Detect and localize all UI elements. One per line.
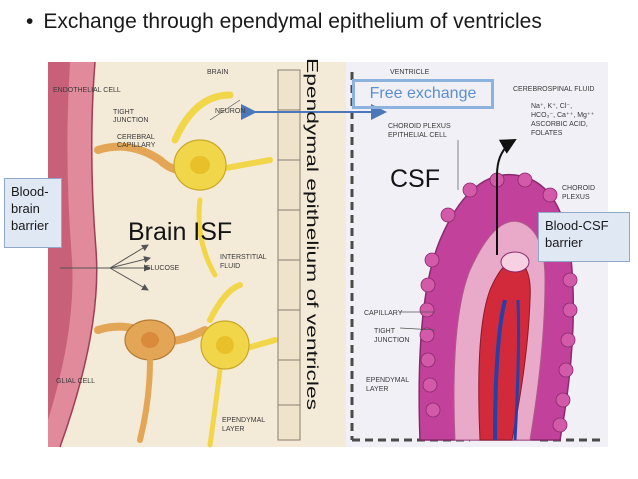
leader-lines [209, 99, 459, 331]
free-exchange-box: Free exchange [352, 79, 494, 109]
label-tight-junction-top-1: TIGHT [113, 109, 135, 116]
label-ependymal-layer-right-1: EPENDYMAL [366, 377, 409, 384]
label-glial-cell: GLIAL CELL [56, 378, 95, 385]
neuron-bottom [200, 282, 278, 448]
blood-brain-barrier-callout: Blood- brain barrier [4, 178, 62, 248]
label-ventricle: VENTRICLE [390, 69, 430, 76]
label-tight-junction-bottom-1: TIGHT [374, 328, 396, 335]
bbb-line-1: Blood- [11, 184, 49, 199]
heading-text: Exchange through ependymal epithelium of… [43, 10, 542, 33]
label-tight-junction-top-2: JUNCTION [113, 117, 148, 124]
glucose-arrows [60, 244, 151, 291]
label-ions-3: ASCORBIC ACID, [531, 121, 588, 128]
label-ions-2: HCO₃⁻, Ca⁺⁺, Mg⁺⁺ [531, 112, 595, 119]
label-endothelial-cell: ENDOTHELIAL CELL [53, 87, 121, 94]
choroid-plexus [418, 172, 578, 441]
label-cerebral-capillary-2: CAPILLARY [117, 142, 156, 149]
label-interstitial-fluid-1: INTERSTITIAL [220, 254, 267, 261]
label-interstitial-fluid-2: FLUID [220, 263, 240, 270]
label-ions-4: FOLATES [531, 130, 563, 137]
heading-bullet: • [26, 10, 34, 33]
label-ependymal-layer-left-1: EPENDYMAL [222, 417, 265, 424]
label-ependymal-layer-right-2: LAYER [366, 386, 388, 393]
bbb-line-2: brain [11, 201, 40, 216]
ependymal-layer-left [277, 69, 301, 441]
label-ependymal-layer-left-2: LAYER [222, 426, 244, 433]
slide-heading: • Exchange through ependymal epithelium o… [26, 10, 542, 34]
label-choroid-plexus-2: PLEXUS [562, 194, 590, 201]
neuron-top [171, 91, 273, 278]
label-capillary: CAPILLARY [364, 310, 403, 317]
bbb-line-3: barrier [11, 218, 49, 233]
label-cerebral-capillary-1: CEREBRAL [117, 134, 155, 141]
label-choroid-plexus-1: CHOROID [562, 185, 595, 192]
label-brain: BRAIN [207, 69, 228, 76]
label-choroid-plexus-epithelial-1: CHOROID PLEXUS [388, 123, 451, 130]
label-cerebrospinal-fluid: CEREBROSPINAL FLUID [513, 86, 594, 93]
csf-secretion-arrow [496, 139, 517, 255]
capillary-wall [59, 61, 98, 448]
label-ependymal-vertical: Ependymal epithelium of ventricles [303, 58, 320, 410]
label-choroid-plexus-epithelial-2: EPITHELIAL CELL [388, 132, 447, 139]
label-glucose: GLUCOSE [145, 265, 180, 272]
label-brain-isf: Brain ISF [128, 218, 232, 246]
label-neuron: NEURON [215, 108, 245, 115]
bcsf-line-1: Blood-CSF [545, 218, 609, 233]
bcsf-line-2: barrier [545, 235, 583, 250]
label-csf: CSF [390, 165, 440, 193]
blood-csf-barrier-callout: Blood-CSF barrier [538, 212, 630, 262]
label-tight-junction-bottom-2: JUNCTION [374, 337, 409, 344]
label-ions-1: Na⁺, K⁺, Cl⁻, [531, 103, 572, 110]
